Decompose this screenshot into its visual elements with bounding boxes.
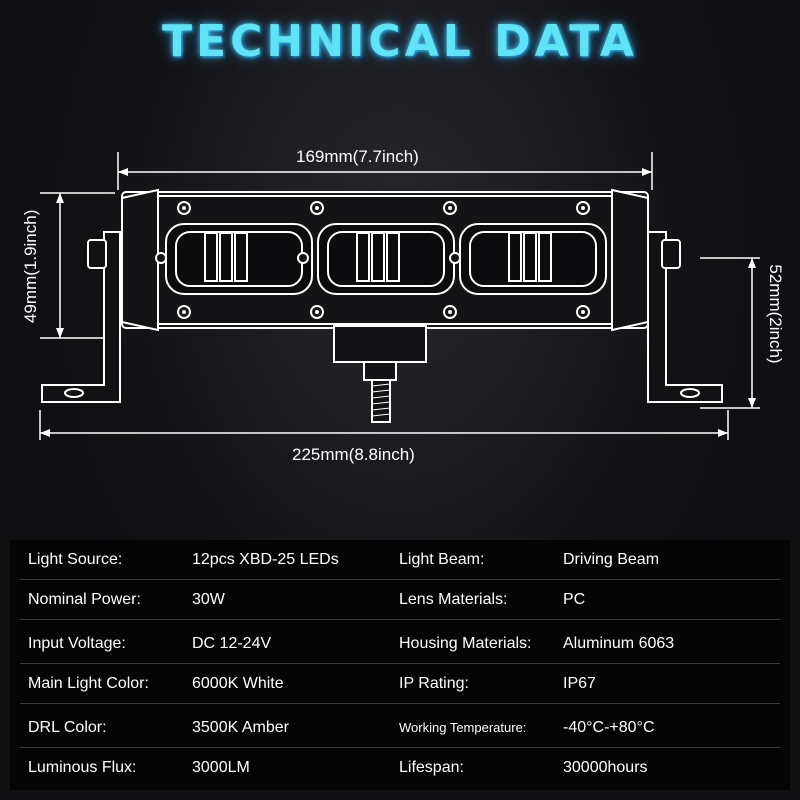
spec-label: Luminous Flux: — [28, 759, 137, 776]
led-1c — [234, 232, 248, 282]
spec-value: Aluminum 6063 — [563, 635, 675, 652]
housing-left-cap — [121, 188, 159, 332]
spec-value: 30000hours — [563, 759, 648, 776]
mount-block — [333, 325, 427, 363]
spec-value: Driving Beam — [563, 551, 660, 568]
screw — [297, 252, 309, 264]
screw — [155, 252, 167, 264]
spec-value: PC — [563, 591, 586, 608]
spec-row: Input Voltage: DC 12-24V Housing Materia… — [10, 624, 790, 664]
spec-value: 6000K White — [192, 675, 284, 692]
left-bracket-hole — [64, 388, 84, 398]
spec-value: 3500K Amber — [192, 719, 289, 736]
spec-row: Luminous Flux: 3000LM Lifespan: 30000hou… — [10, 748, 790, 788]
spec-row: Main Light Color: 6000K White IP Rating:… — [10, 664, 790, 704]
spec-label: Main Light Color: — [28, 675, 149, 692]
spec-label: Input Voltage: — [28, 635, 126, 652]
led-1b — [219, 232, 233, 282]
led-3b — [523, 232, 537, 282]
mount-nut — [363, 361, 397, 381]
right-height-label: 52mm(2inch) — [766, 264, 785, 364]
housing-right-cap — [611, 188, 649, 332]
led-2b — [371, 232, 385, 282]
led-3a — [508, 232, 522, 282]
spec-value: 30W — [192, 591, 225, 608]
spec-row: DRL Color: 3500K Amber Working Temperatu… — [10, 708, 790, 748]
spec-label: Nominal Power: — [28, 591, 141, 608]
spec-label: Lifespan: — [399, 759, 464, 776]
spec-value: -40°C-+80°C — [563, 719, 655, 736]
led-3c — [538, 232, 552, 282]
spec-value: 12pcs XBD-25 LEDs — [192, 551, 339, 568]
led-1a — [204, 232, 218, 282]
spec-row: Light Source: 12pcs XBD-25 LEDs Light Be… — [10, 540, 790, 580]
spec-label: DRL Color: — [28, 719, 107, 736]
inner-width-label: 169mm(7.7inch) — [296, 147, 419, 166]
spec-label: Lens Materials: — [399, 591, 508, 608]
spec-label: Light Beam: — [399, 551, 485, 568]
spec-label: Working Temperature: — [399, 720, 527, 735]
left-height-label: 49mm(1.9inch) — [21, 209, 40, 323]
left-bracket-knob — [87, 239, 107, 269]
outer-width-label: 225mm(8.8inch) — [292, 445, 415, 464]
screw — [449, 252, 461, 264]
spec-label: IP Rating: — [399, 675, 469, 692]
right-bracket-hole — [680, 388, 700, 398]
spec-table: Light Source: 12pcs XBD-25 LEDs Light Be… — [10, 540, 790, 790]
page-title: TECHNICAL DATA — [162, 16, 638, 67]
led-2c — [386, 232, 400, 282]
left-bracket — [41, 231, 121, 403]
spec-label: Light Source: — [28, 551, 123, 568]
spec-value: IP67 — [563, 675, 596, 692]
lens-window-1 — [165, 223, 313, 295]
led-2a — [356, 232, 370, 282]
right-bracket-knob — [661, 239, 681, 269]
spec-value: DC 12-24V — [192, 635, 272, 652]
spec-value: 3000LM — [192, 759, 250, 776]
lens-window-3 — [459, 223, 607, 295]
spec-label: Housing Materials: — [399, 635, 532, 652]
spec-row: Nominal Power: 30W Lens Materials: PC — [10, 580, 790, 620]
